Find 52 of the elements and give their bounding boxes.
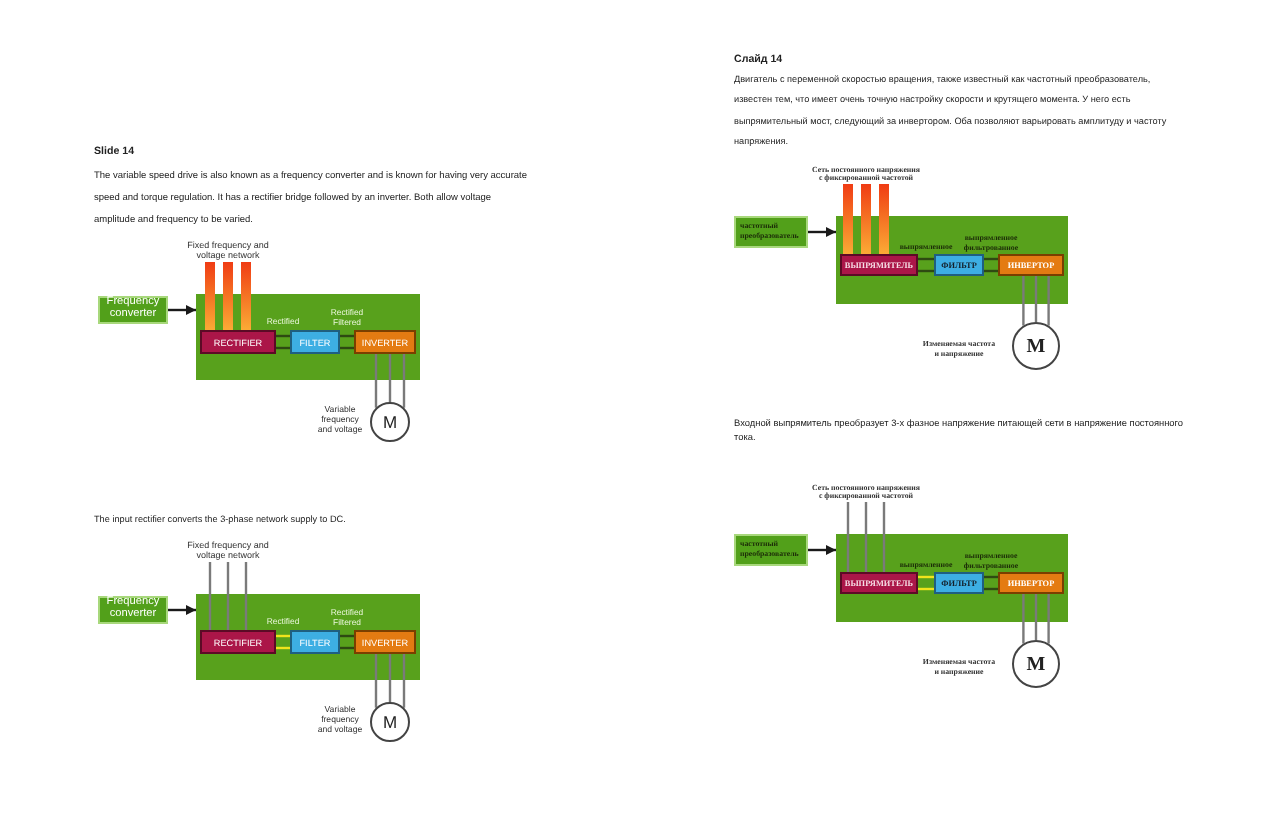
wire: [984, 587, 998, 591]
wire: [374, 354, 378, 408]
wire: [918, 587, 934, 591]
arrow: [808, 227, 836, 237]
wire: [1034, 276, 1038, 322]
wire: [918, 257, 934, 261]
wire: [276, 634, 290, 638]
wire: [918, 269, 934, 273]
wire: [388, 354, 392, 402]
wire: [402, 654, 406, 708]
drive-panel: [836, 534, 1068, 622]
wire: [882, 502, 886, 572]
drive-panel: [196, 294, 420, 380]
wire: [340, 346, 354, 350]
wire: [340, 334, 354, 338]
arrow: [168, 605, 196, 615]
motor-symbol: M: [370, 402, 410, 442]
wire: [1047, 276, 1050, 326]
wire: [402, 354, 406, 408]
motor-symbol: M: [370, 702, 410, 742]
wire: [984, 269, 998, 273]
power-bar: [879, 184, 889, 254]
power-bar: [205, 262, 215, 330]
wire: [1047, 594, 1050, 644]
wire: [1022, 276, 1025, 326]
wire: [340, 646, 354, 650]
power-bar: [223, 262, 233, 330]
wire: [276, 334, 290, 338]
wire: [984, 575, 998, 579]
wire: [226, 562, 230, 630]
wire: [1034, 594, 1038, 640]
arrow: [168, 305, 196, 315]
drive-panel: [196, 594, 420, 680]
wire: [846, 502, 850, 572]
wire: [276, 346, 290, 350]
wire: [276, 646, 290, 650]
power-bar: [861, 184, 871, 254]
power-bar: [241, 262, 251, 330]
drive-panel: [836, 216, 1068, 304]
wire: [374, 654, 378, 708]
wire: [208, 562, 212, 630]
power-bar: [843, 184, 853, 254]
wire: [340, 634, 354, 638]
arrow: [808, 545, 836, 555]
wire: [864, 502, 868, 572]
wire: [918, 575, 934, 579]
wire: [244, 562, 248, 630]
motor-symbol: M: [1012, 322, 1060, 370]
wire: [1022, 594, 1025, 644]
wire: [984, 257, 998, 261]
wire: [388, 654, 392, 702]
motor-symbol: M: [1012, 640, 1060, 688]
